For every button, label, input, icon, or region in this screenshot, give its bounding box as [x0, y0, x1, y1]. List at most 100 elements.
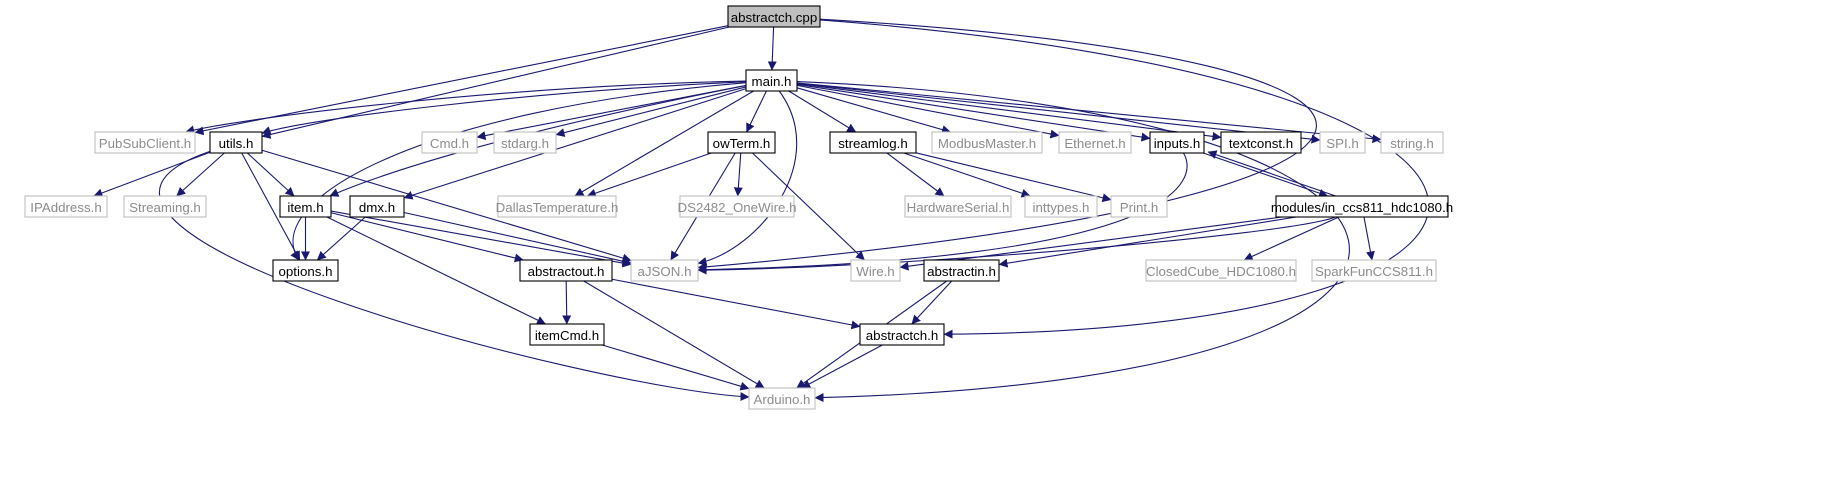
- node-label: main.h: [752, 74, 792, 89]
- node-label: options.h: [279, 264, 333, 279]
- node-modbusmaster-h: ModbusMaster.h: [931, 131, 1043, 154]
- edge-modules_h-to-inputs_h: [1207, 150, 1336, 197]
- node-abstractin-h[interactable]: abstractin.h: [923, 259, 1000, 282]
- node-box: [1275, 195, 1449, 218]
- node-sparkfun-h: SparkFunCCS811.h: [1311, 259, 1437, 282]
- node-print-h: Print.h: [1110, 195, 1168, 218]
- edge-item_h-to-itemcmd_h: [326, 216, 546, 325]
- edge-utils_h-to-arduino_h: [158, 150, 750, 402]
- edge-main_h-to-owterm_h: [746, 90, 767, 133]
- node-main-h[interactable]: main.h: [745, 69, 798, 92]
- edge-modules_h-to-sparkfun_h: [1363, 216, 1375, 261]
- node-box: [123, 195, 207, 218]
- edge-item_h-to-ajson_h: [330, 210, 632, 268]
- node-itemcmd-h[interactable]: itemCmd.h: [529, 323, 605, 346]
- dependency-edges: [93, 18, 1430, 403]
- edge-abstractch_cpp-to-abstractch_h: [819, 19, 1430, 339]
- edge-main_h-to-dallastemperature_h: [574, 90, 754, 197]
- edge-dmx_h-to-options_h: [316, 216, 366, 261]
- node-label: abstractch.cpp: [731, 10, 817, 25]
- node-label: Arduino.h: [754, 392, 811, 407]
- node-label: PubSubClient.h: [99, 136, 191, 151]
- node-label: Print.h: [1120, 200, 1158, 215]
- node-label: inputs.h: [1154, 136, 1201, 151]
- edge-abstractch_cpp-to-main_h: [767, 26, 777, 71]
- node-label: DallasTemperature.h: [496, 200, 619, 215]
- edge-utils_h-to-ipaddress_h: [93, 151, 211, 198]
- node-options-h[interactable]: options.h: [272, 259, 339, 282]
- node-utils-h[interactable]: utils.h: [209, 131, 263, 154]
- node-label: aJSON.h: [638, 264, 692, 279]
- edge-main_h-to-textconst_h: [796, 83, 1222, 141]
- node-box: [421, 131, 478, 154]
- node-abstractout-h[interactable]: abstractout.h: [519, 259, 613, 282]
- node-dmx-h[interactable]: dmx.h: [349, 195, 405, 218]
- edge-modules_h-to-wire_h: [899, 216, 1283, 271]
- edge-utils_h-to-ajson_h: [261, 149, 632, 263]
- node-dallastemperature-h: DallasTemperature.h: [496, 195, 619, 218]
- edge-main_h-to-stdarg_h: [555, 86, 747, 137]
- node-box: [1311, 259, 1437, 282]
- node-abstractch-h[interactable]: abstractch.h: [859, 323, 945, 346]
- node-box: [1319, 131, 1366, 154]
- node-owterm-h[interactable]: owTerm.h: [707, 131, 776, 154]
- edge-utils_h-to-streaming_h: [176, 152, 225, 197]
- node-box: [1058, 131, 1132, 154]
- edge-main_h-to-spi_h: [796, 82, 1321, 144]
- edge-main_h-to-string_h: [796, 82, 1382, 144]
- node-box: [727, 5, 821, 28]
- edge-owterm_h-to-dallastemperature_h: [586, 152, 712, 198]
- edge-owterm_h-to-wire_h: [752, 152, 865, 261]
- node-label: itemCmd.h: [535, 328, 599, 343]
- edge-main_h-to-ethernet_h: [796, 84, 1060, 139]
- node-label: utils.h: [219, 136, 254, 151]
- edge-streamlog_h-to-hardwareserial_h: [886, 152, 945, 197]
- node-label: abstractout.h: [528, 264, 605, 279]
- edge-abstractout_h-to-abstractch_h: [611, 278, 861, 330]
- node-box: [745, 69, 798, 92]
- node-label: Ethernet.h: [1064, 136, 1125, 151]
- edge-itemcmd_h-to-arduino_h: [602, 344, 750, 391]
- node-label: inttypes.h: [1033, 200, 1090, 215]
- node-item-h[interactable]: item.h: [279, 195, 332, 218]
- node-inputs-h[interactable]: inputs.h: [1149, 131, 1205, 154]
- node-label: textconst.h: [1229, 136, 1293, 151]
- node-box: [1110, 195, 1168, 218]
- edge-utils_h-to-options_h: [241, 152, 301, 261]
- node-box: [859, 323, 945, 346]
- node-box: [529, 323, 605, 346]
- node-streaming-h: Streaming.h: [123, 195, 207, 218]
- node-streamlog-h[interactable]: streamlog.h: [829, 131, 917, 154]
- node-label: SPI.h: [1326, 136, 1359, 151]
- edge-abstractout_h-to-itemcmd_h: [562, 280, 572, 325]
- edge-abstractin_h-to-abstractch_h: [911, 280, 953, 325]
- edge-abstractch_h-to-arduino_h: [801, 344, 883, 389]
- node-label: IPAddress.h: [30, 200, 101, 215]
- node-modules-h[interactable]: modules/in_ccs811_hdc1080.h: [1271, 195, 1453, 218]
- edge-streamlog_h-to-print_h: [915, 152, 1112, 203]
- node-label: HardwareSerial.h: [907, 200, 1010, 215]
- edge-main_h-to-inputs_h: [796, 83, 1151, 142]
- node-label: Cmd.h: [430, 136, 469, 151]
- node-label: ModbusMaster.h: [938, 136, 1036, 151]
- node-label: string.h: [1390, 136, 1434, 151]
- node-box: [94, 131, 196, 154]
- node-box: [272, 259, 339, 282]
- edge-main_h-to-modbusmaster_h: [796, 87, 951, 134]
- edge-modules_h-to-closedcube_h: [1243, 216, 1340, 261]
- node-label: DS2482_OneWire.h: [678, 200, 797, 215]
- node-label: Streaming.h: [129, 200, 201, 215]
- edge-main_h-to-streamlog_h: [788, 90, 857, 133]
- node-label: dmx.h: [359, 200, 395, 215]
- node-textconst-h[interactable]: textconst.h: [1220, 131, 1302, 154]
- node-inttypes-h: inttypes.h: [1024, 195, 1098, 218]
- node-label: ClosedCube_HDC1080.h: [1146, 264, 1296, 279]
- node-box: [1220, 131, 1302, 154]
- node-label: item.h: [287, 200, 323, 215]
- node-box: [349, 195, 405, 218]
- node-box: [679, 195, 795, 218]
- node-label: streamlog.h: [838, 136, 907, 151]
- node-box: [707, 131, 776, 154]
